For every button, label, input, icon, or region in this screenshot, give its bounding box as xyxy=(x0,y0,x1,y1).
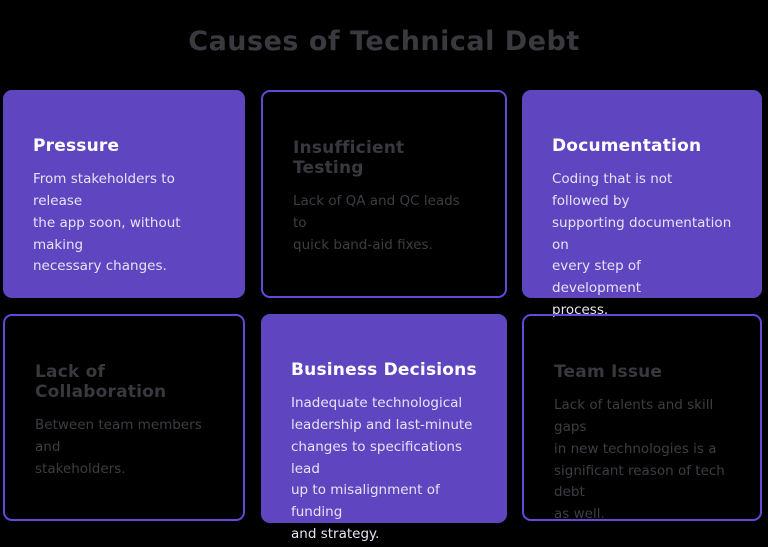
card-title: Team Issue xyxy=(554,362,663,382)
card-title: Insufficient Testing xyxy=(293,138,405,178)
card-lack-of-collaboration: Lack of Collaboration Between team membe… xyxy=(3,314,245,521)
card-body: Inadequate technological leadership and … xyxy=(291,395,473,543)
card-body: Between team members and stakeholders. xyxy=(35,417,202,477)
card-title: Lack of Collaboration xyxy=(35,362,167,402)
card-title: Business Decisions xyxy=(291,360,477,380)
card-documentation: Documentation Coding that is not followe… xyxy=(522,90,762,318)
card-body: Lack of talents and skill gaps in new te… xyxy=(554,397,725,523)
card-title: Documentation xyxy=(552,136,702,156)
card-body: Lack of QA and QC leads to quick band-ai… xyxy=(293,193,460,253)
card-team-issue: Team Issue Lack of talents and skill gap… xyxy=(522,314,762,522)
card-pressure: Pressure From stakeholders to release th… xyxy=(3,90,245,298)
card-body: From stakeholders to release the app soo… xyxy=(33,171,181,275)
card-title: Pressure xyxy=(33,136,120,156)
card-business-decisions: Business Decisions Inadequate technologi… xyxy=(261,314,507,542)
card-body: Coding that is not followed by supportin… xyxy=(552,171,732,319)
page-title: Causes of Technical Debt xyxy=(188,26,580,57)
card-insufficient-testing: Insufficient Testing Lack of QA and QC l… xyxy=(261,90,507,298)
